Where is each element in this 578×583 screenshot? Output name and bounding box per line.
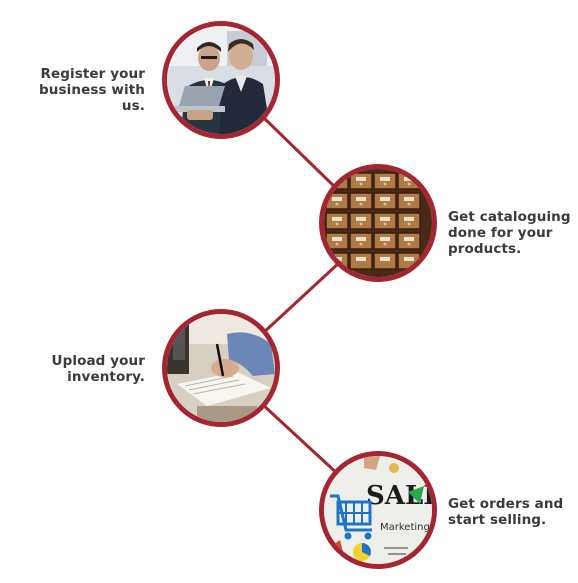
writing-on-paper-icon (167, 314, 275, 422)
step-1-image (162, 21, 280, 139)
step-1-text: Register your business with us. (39, 66, 145, 114)
connector-line-2 (260, 260, 342, 336)
step-4-image: SALE Marketing (319, 451, 437, 569)
step-3-image (162, 309, 280, 427)
step-2-text: Get cataloguing done for your products. (448, 209, 571, 257)
step-3-text: Upload your inventory. (51, 353, 145, 385)
business-meeting-photo-icon (167, 26, 275, 134)
connector-line-1 (262, 116, 340, 192)
card-catalog-drawers-icon (324, 169, 432, 277)
svg-text:Marketing: Marketing (380, 522, 430, 533)
sale-shopping-cart-icon: SALE Marketing (324, 456, 432, 564)
step-4-text: Get orders and start selling. (448, 496, 564, 528)
connector-line-3 (260, 402, 342, 478)
step-2-image (319, 164, 437, 282)
svg-text:SALE: SALE (366, 481, 432, 511)
